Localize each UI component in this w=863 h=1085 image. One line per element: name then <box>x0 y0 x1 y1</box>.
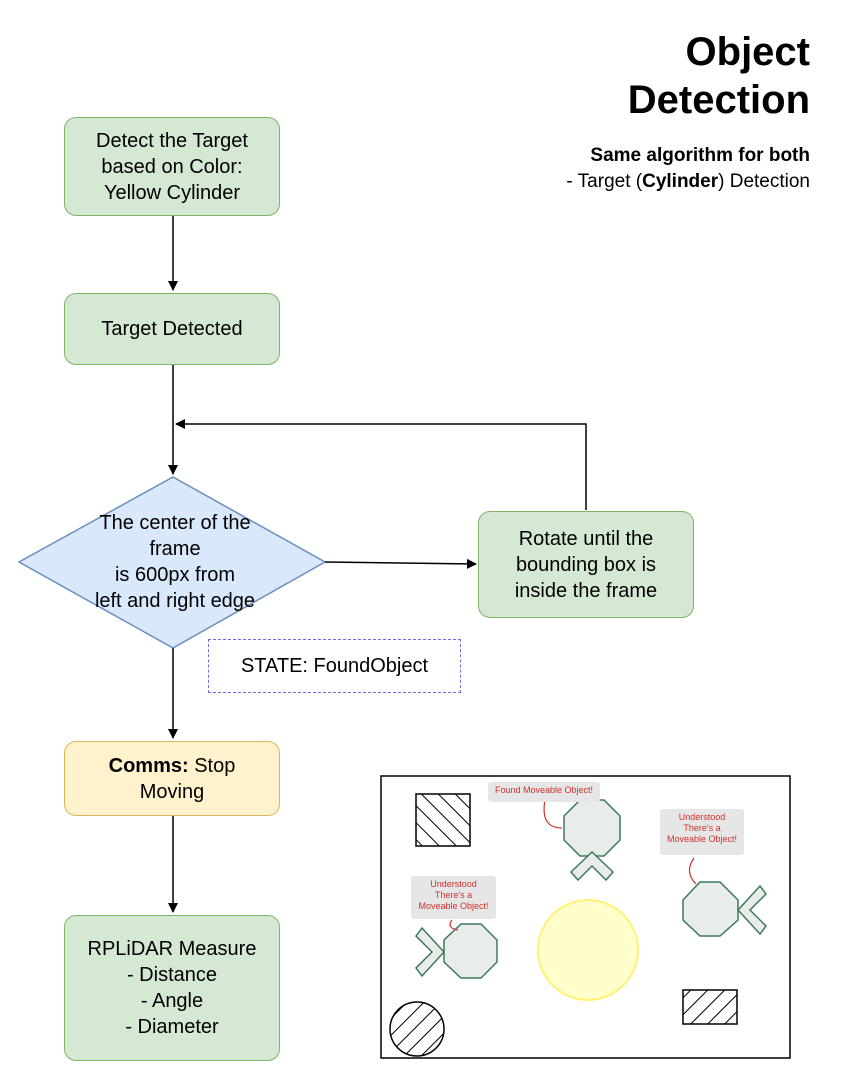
yellow-cylinder <box>537 899 639 1001</box>
bubble-understood-right: Understood There's a Moveable Object! <box>660 809 744 855</box>
robot-top <box>563 799 621 857</box>
algorithm-note: Same algorithm for both - Target (Cylind… <box>566 143 810 195</box>
robot-top-arm <box>569 850 615 882</box>
robot-left <box>443 923 498 979</box>
bubble-found-object: Found Moveable Object! <box>488 782 600 802</box>
callout-right <box>688 857 697 885</box>
arrow-rotate-loop-back <box>175 419 587 510</box>
comms-stop-box: Comms: Stop Moving <box>64 741 280 816</box>
decision-label: The center of the frame is 600px from le… <box>94 512 256 612</box>
rotate-box: Rotate until the bounding box is inside … <box>478 511 694 618</box>
bubble-understood-left: Understood There's a Moveable Object! <box>411 876 496 919</box>
page-title: Object Detection <box>627 30 810 122</box>
robot-right-arm <box>736 884 767 936</box>
robot-left-arm <box>415 926 446 978</box>
obstacle-square-top <box>415 793 471 847</box>
rplidar-measure-box: RPLiDAR Measure - Distance - Angle - Dia… <box>64 915 280 1061</box>
note-detail: - Target (Cylinder) Detection <box>566 171 810 192</box>
note-heading: Same algorithm for both <box>590 145 810 166</box>
robot-right <box>682 881 739 937</box>
obstacle-rect-bottom <box>682 989 738 1025</box>
target-detected-box: Target Detected <box>64 293 280 365</box>
detect-target-box: Detect the Target based on Color: Yellow… <box>64 117 280 216</box>
state-label: STATE: FoundObject <box>208 639 461 693</box>
callout-top <box>543 799 563 829</box>
arrow-decision-to-rotate <box>324 558 477 569</box>
obstacle-circle <box>389 1001 445 1057</box>
callout-left <box>449 919 459 931</box>
